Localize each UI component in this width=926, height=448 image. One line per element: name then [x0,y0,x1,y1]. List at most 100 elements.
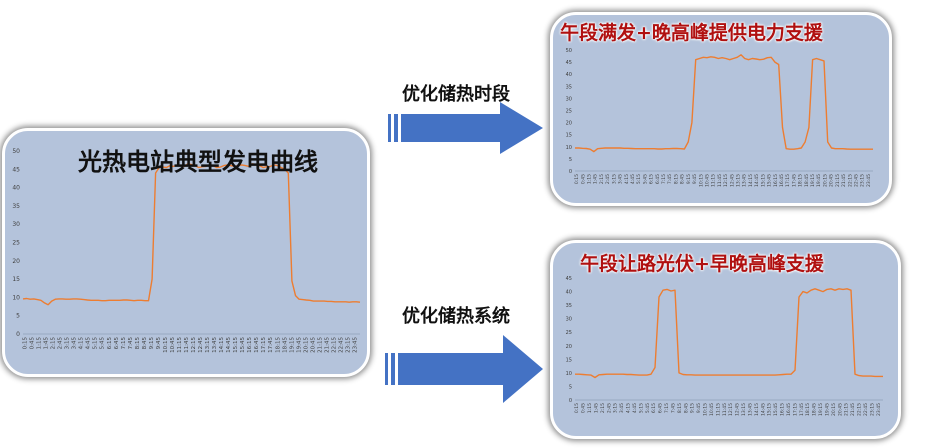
x-tick-label: 3:45 [618,174,624,184]
x-tick-label: 6:45 [655,174,661,184]
x-tick-label: 0:15 [23,337,29,350]
x-tick-label: 14:15 [754,403,760,416]
x-tick-label: 16:15 [773,174,779,187]
x-tick-label: 3:15 [65,337,71,350]
x-tick-label: 12:45 [198,337,204,353]
x-tick-label: 8:45 [142,337,148,350]
x-tick-label: 11:15 [177,337,183,353]
optimize-storage-period-label: 优化储热时段 [402,84,510,105]
x-tick-label: 0:45 [580,174,586,184]
x-tick-label: 23:45 [352,337,358,353]
x-tick-label: 9:15 [690,403,696,413]
x-tick-label: 16:15 [780,403,786,416]
x-tick-label: 7:45 [667,174,673,184]
x-tick-label: 21:15 [835,174,841,187]
y-tick-label: 40 [12,185,20,192]
x-tick-label: 7:45 [670,403,676,413]
x-tick-label: 22:45 [853,174,859,187]
x-tick-label: 2:45 [605,174,611,184]
x-tick-label: 8:45 [683,403,689,413]
y-tick-label: 30 [566,317,572,323]
x-tick-label: 11:45 [722,403,728,416]
x-tick-label: 10:15 [698,174,704,187]
y-tick-label: 5 [16,313,20,320]
y-tick-label: 30 [12,221,20,228]
x-tick-label: 5:45 [645,403,651,413]
series-line [575,288,883,379]
x-tick-label: 13:45 [742,174,748,187]
x-tick-label: 22:15 [857,403,863,416]
x-tick-label: 1:15 [587,174,593,184]
x-tick-label: 9:45 [156,337,162,350]
top-arrow-icon [388,102,543,154]
x-tick-label: 14:45 [226,337,232,353]
series-line [575,54,873,153]
x-tick-label: 18:45 [812,403,818,416]
x-tick-label: 20:15 [303,337,309,353]
x-tick-label: 10:45 [704,174,710,187]
x-tick-label: 12:45 [729,174,735,187]
y-tick-label: 25 [566,330,572,336]
x-tick-label: 8:45 [680,174,686,184]
x-tick-label: 20:45 [837,403,843,416]
x-tick-label: 20:15 [822,174,828,187]
x-tick-label: 18:15 [275,337,281,353]
y-tick-label: 5 [569,384,572,390]
x-tick-label: 15:45 [767,174,773,187]
x-tick-label: 16:45 [254,337,260,353]
x-tick-label: 20:45 [310,337,316,353]
x-tick-label: 5:15 [636,174,642,184]
y-tick-label: 5 [569,157,572,163]
y-tick-label: 35 [566,303,572,309]
optimize-storage-system-label: 优化储热系统 [402,306,510,327]
x-tick-label: 13:15 [205,337,211,353]
x-tick-label: 15:15 [233,337,239,353]
x-tick-label: 14:45 [760,403,766,416]
x-tick-label: 23:15 [860,174,866,187]
x-tick-label: 17:45 [799,403,805,416]
x-tick-label: 4:45 [630,174,636,184]
x-tick-label: 1:15 [587,403,593,413]
x-tick-label: 13:45 [747,403,753,416]
bottom-right-chart-title: 午段让路光伏+早晚高峰支援 [580,253,824,275]
x-tick-label: 20:45 [829,174,835,187]
x-tick-label: 12:15 [191,337,197,353]
x-tick-label: 12:15 [723,174,729,187]
x-tick-label: 15:15 [760,174,766,187]
x-tick-label: 14:45 [754,174,760,187]
x-tick-label: 23:15 [869,403,875,416]
x-tick-label: 13:15 [736,174,742,187]
x-tick-label: 6:45 [114,337,120,350]
x-tick-label: 17:15 [792,403,798,416]
x-tick-label: 0:15 [574,174,580,184]
y-tick-label: 20 [12,258,20,265]
x-tick-label: 11:15 [715,403,721,416]
x-tick-label: 10:15 [163,337,169,353]
x-tick-label: 4:15 [626,403,632,413]
x-tick-label: 22:15 [331,337,337,353]
x-tick-label: 21:15 [317,337,323,353]
x-tick-label: 14:15 [219,337,225,353]
x-tick-label: 5:15 [93,337,99,350]
x-tick-label: 18:15 [805,403,811,416]
y-tick-label: 0 [569,169,572,175]
x-tick-label: 5:15 [638,403,644,413]
x-tick-label: 12:45 [735,403,741,416]
x-tick-label: 0:45 [30,337,36,350]
x-tick-label: 6:15 [651,403,657,413]
x-tick-label: 5:45 [642,174,648,184]
x-tick-label: 11:45 [184,337,190,353]
x-tick-label: 16:15 [247,337,253,353]
x-tick-label: 19:45 [296,337,302,353]
x-tick-label: 4:15 [624,174,630,184]
x-tick-label: 1:45 [593,174,599,184]
x-tick-label: 19:45 [824,403,830,416]
x-tick-label: 7:45 [128,337,134,350]
x-tick-label: 1:45 [593,403,599,413]
x-tick-label: 15:45 [773,403,779,416]
x-tick-label: 9:45 [692,174,698,184]
x-tick-label: 3:45 [619,403,625,413]
x-tick-label: 21:45 [324,337,330,353]
x-tick-label: 3:15 [613,403,619,413]
